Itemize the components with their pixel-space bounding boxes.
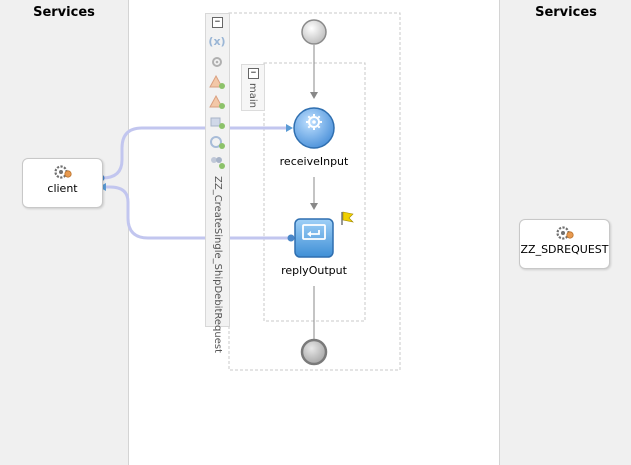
partner-link-add-icon[interactable] [209, 114, 225, 130]
sensor-add-icon[interactable] [209, 134, 225, 150]
sdrequest-service-label: ZZ_SDREQUEST [520, 243, 609, 256]
scope-collapse-toggle[interactable]: − [248, 68, 259, 79]
people-add-icon[interactable] [209, 154, 225, 170]
end-node [300, 338, 328, 366]
service-gear-icon [53, 165, 72, 179]
receive-input-label: receiveInput [279, 155, 349, 168]
process-toolbar: − (x) ZZ_CreateSingle_ShipDebitRequest [205, 13, 230, 353]
gear-icon[interactable] [209, 54, 225, 70]
wire-client-to-receive [101, 126, 286, 180]
variables-icon[interactable]: (x) [208, 35, 226, 48]
main-scope-header: − main [241, 64, 265, 111]
flow-arrow-2 [310, 203, 318, 210]
client-service[interactable]: client [22, 158, 103, 208]
service-gear-icon [555, 226, 574, 240]
right-lane-title: Services [535, 5, 597, 20]
reply-icon [302, 224, 326, 240]
wire-reply-to-client [104, 185, 291, 240]
flag-icon [341, 211, 354, 225]
reply-output-label: replyOutput [281, 264, 347, 277]
receive-gear-icon [306, 114, 322, 130]
wire-arrowhead-receive [286, 124, 293, 132]
warning-add-icon[interactable] [209, 74, 225, 90]
warning-add-icon[interactable] [209, 94, 225, 110]
left-services-lane: Services [0, 0, 129, 465]
client-service-label: client [47, 182, 78, 195]
process-collapse-toggle[interactable]: − [212, 17, 223, 28]
process-name-label: ZZ_CreateSingle_ShipDebitRequest [212, 176, 223, 354]
start-node [301, 19, 327, 45]
flow-arrow-1 [310, 92, 318, 99]
left-lane-title: Services [33, 5, 95, 20]
reply-output-activity [294, 218, 334, 258]
sdrequest-service[interactable]: ZZ_SDREQUEST [519, 219, 610, 269]
reply-port-dot [287, 234, 295, 242]
scope-name-label: main [247, 83, 258, 108]
